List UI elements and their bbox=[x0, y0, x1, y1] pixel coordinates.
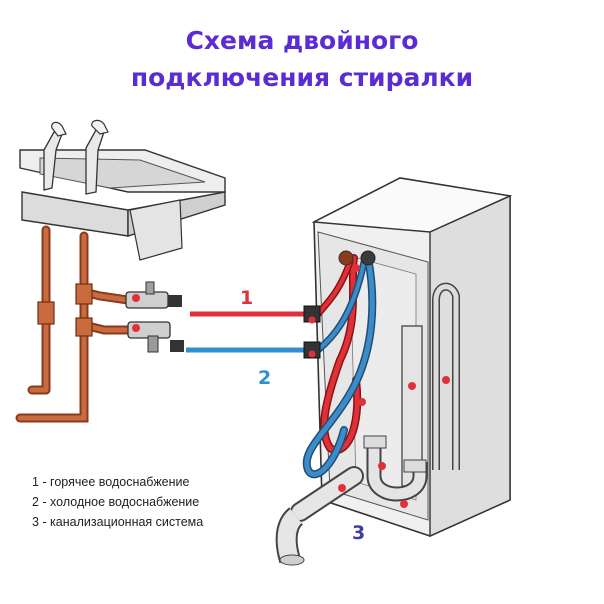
legend-item-drain: 3 - канализационная система bbox=[32, 515, 204, 529]
drain-pipes bbox=[363, 282, 460, 502]
legend: 1 - горячее водоснабжение 2 - холодное в… bbox=[32, 472, 203, 532]
hose-fittings bbox=[303, 250, 376, 359]
supply-pipes bbox=[15, 225, 135, 423]
title-line-2: подключения стиралки bbox=[130, 63, 474, 92]
legend-item-cold: 2 - холодное водоснабжение bbox=[32, 495, 200, 509]
title-line-1: Схема двойного bbox=[185, 26, 419, 55]
label-drain: 3 bbox=[352, 522, 365, 544]
label-cold: 2 bbox=[258, 367, 271, 389]
marker-dots bbox=[308, 264, 450, 508]
label-hot: 1 bbox=[240, 287, 253, 309]
sink bbox=[19, 149, 226, 261]
faucet-left bbox=[43, 121, 67, 191]
sewer-pipe bbox=[275, 466, 364, 566]
diagram-title: Схема двойного подключения стиралки bbox=[0, 22, 604, 96]
legend-item-hot: 1 - горячее водоснабжение bbox=[32, 475, 190, 489]
cold-valve bbox=[127, 321, 184, 353]
cold-hose bbox=[302, 254, 377, 479]
hot-valve bbox=[125, 281, 182, 309]
faucet-right bbox=[85, 119, 109, 195]
